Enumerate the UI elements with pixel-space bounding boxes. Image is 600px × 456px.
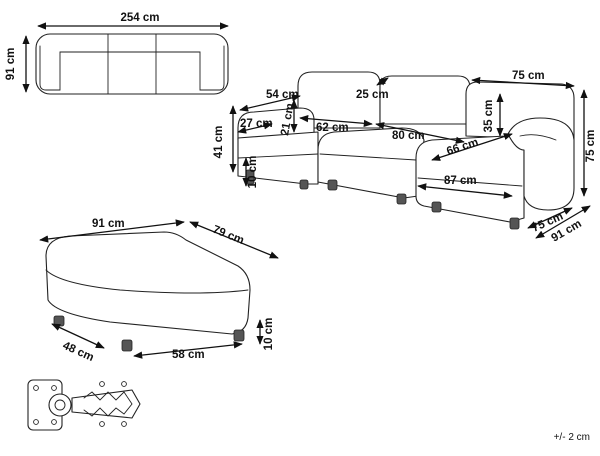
- dim-line-chaise-front-width: [417, 183, 513, 199]
- leg-middle: [327, 179, 338, 191]
- leg-chaise-right: [509, 217, 520, 230]
- label-back-thickness: 25 cm: [356, 89, 389, 101]
- armrest-right-seam: [519, 134, 557, 141]
- label-ottoman-base-depth: 48 cm: [61, 340, 96, 364]
- dim-line-chaise-width: [471, 76, 575, 90]
- label-seat-depth-left: 62 cm: [316, 122, 349, 134]
- bracket-teeth: [83, 391, 133, 417]
- seat-module-left: [237, 131, 319, 185]
- leg-chaise-front: [431, 201, 442, 213]
- dim-line-back-thickness: [376, 77, 389, 86]
- dim-line-corner-depth: [237, 122, 273, 134]
- label-corner-width: 54 cm: [266, 89, 299, 101]
- armrest-right: [507, 117, 575, 211]
- bracket-hook: [48, 393, 72, 417]
- label-ottoman-width: 91 cm: [92, 218, 125, 230]
- top-view: 254 cm 91 cm: [5, 12, 229, 95]
- bracket-arm: [71, 389, 141, 419]
- label-ottoman-base-width: 58 cm: [172, 349, 205, 361]
- label-top-width: 254 cm: [120, 12, 159, 24]
- dim-line-ottoman-width: [39, 219, 185, 243]
- ottoman-leg-left: [53, 315, 65, 327]
- label-back-height: 35 cm: [483, 100, 495, 133]
- bracket-screw-1: [33, 385, 39, 391]
- dim-line-seat-depth-left: [299, 115, 373, 127]
- leg-middle-right: [396, 193, 407, 205]
- dim-line-chaise-depth: [535, 205, 591, 239]
- label-corner-depth: 27 cm: [240, 118, 273, 130]
- tolerance-note: +/- 2 cm: [554, 432, 590, 443]
- label-middle-width: 80 cm: [392, 130, 425, 142]
- dim-line-ottoman-depth: [189, 221, 279, 259]
- label-chaise-width: 75 cm: [512, 70, 545, 82]
- dim-line-chaise-seat-depth: [431, 133, 513, 161]
- label-chaise-front-width: 87 cm: [444, 175, 477, 187]
- leg-left-rear: [299, 179, 309, 190]
- sofa-perspective: 54 cm 27 cm 21 cm 62 cm 25 cm 80 cm 41 c…: [213, 70, 597, 245]
- ottoman-leg-right: [233, 329, 245, 342]
- label-ottoman-depth: 79 cm: [211, 224, 246, 247]
- label-arm-height: 21 cm: [279, 102, 296, 136]
- seat-left-seam: [237, 153, 319, 159]
- seat-middle-seam: [319, 153, 417, 161]
- bracket-hook-inner: [54, 399, 66, 411]
- ottoman: 91 cm 79 cm 48 cm 58 cm 10 cm: [39, 218, 279, 364]
- bracket-screw-2: [51, 385, 57, 391]
- top-view-outline: [35, 33, 229, 95]
- bracket-screw-6: [121, 381, 127, 387]
- dim-line-ottoman-base-depth: [51, 323, 105, 349]
- ottoman-leg-front: [121, 339, 133, 352]
- dim-line-ottoman-base-width: [133, 341, 243, 359]
- ottoman-seam: [45, 269, 249, 294]
- back-cushion-middle: [379, 75, 471, 125]
- top-view-back-line: [39, 45, 225, 91]
- connector-bracket: [27, 379, 141, 431]
- dim-line-corner-width: [239, 94, 301, 112]
- bracket-screw-7: [99, 421, 105, 427]
- label-seat-height: 41 cm: [213, 126, 225, 159]
- label-total-height: 75 cm: [585, 130, 597, 163]
- bracket-screw-5: [99, 381, 105, 387]
- bracket-screw-8: [121, 421, 127, 427]
- label-leg-height: 10 cm: [247, 156, 259, 189]
- label-top-depth: 91 cm: [5, 48, 17, 81]
- bracket-screw-4: [51, 419, 57, 425]
- bracket-screw-3: [33, 419, 39, 425]
- label-ottoman-leg-height: 10 cm: [263, 318, 275, 351]
